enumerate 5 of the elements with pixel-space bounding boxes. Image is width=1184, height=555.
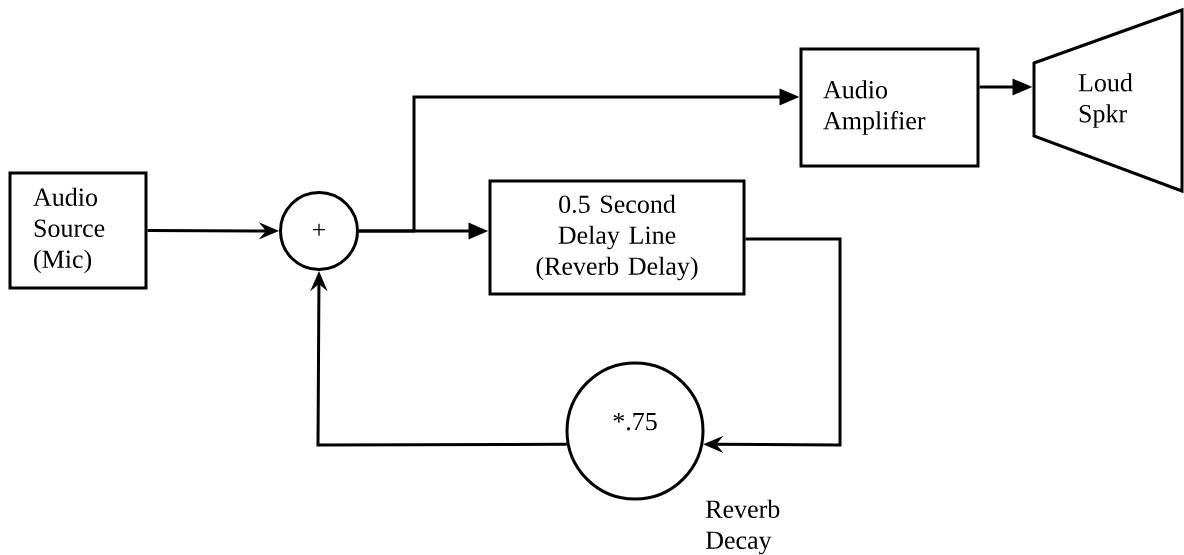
caption-text: Reverb Decay: [705, 499, 780, 555]
process-box: Audio Source (Mic): [8, 171, 148, 290]
process-box: Audio Amplifier: [799, 47, 980, 168]
process-box: 0.5 Second Delay Line (Reverb Delay): [488, 179, 746, 296]
summing-junction: +: [279, 191, 359, 271]
